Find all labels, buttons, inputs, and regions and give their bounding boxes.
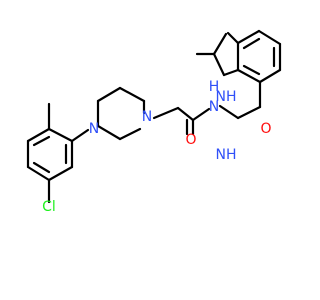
amide-hydrogen-label: H bbox=[209, 79, 220, 95]
bond bbox=[26, 127, 51, 143]
bond bbox=[236, 105, 262, 120]
amide-nitrogen-label: N bbox=[209, 99, 219, 115]
bond bbox=[236, 68, 262, 84]
bond bbox=[191, 107, 211, 122]
bond bbox=[96, 86, 122, 103]
bond bbox=[258, 68, 282, 84]
imidazole-nh-top-label: NH bbox=[216, 89, 237, 105]
bond-inner bbox=[242, 64, 261, 76]
bond bbox=[47, 127, 74, 143]
bond-inner bbox=[32, 135, 51, 147]
bond bbox=[222, 68, 240, 77]
bonds bbox=[26, 29, 282, 204]
imidazole-nh-bottom-label: NH bbox=[216, 147, 237, 163]
molecule-structure-diagram: Cl N N O N H NH NH O bbox=[26, 29, 282, 215]
bond bbox=[212, 52, 226, 77]
bond bbox=[118, 86, 146, 103]
atom-labels: Cl N N O N H NH NH O bbox=[42, 79, 271, 215]
amide-oxygen-label: O bbox=[185, 132, 196, 148]
bond bbox=[257, 29, 282, 46]
piperazine-n4-label: N bbox=[142, 109, 152, 125]
bond bbox=[176, 106, 195, 122]
bond bbox=[96, 124, 122, 141]
bond bbox=[47, 165, 74, 182]
bond bbox=[212, 32, 228, 56]
carbonyl-oxygen-label: O bbox=[260, 121, 271, 137]
bond-inner bbox=[242, 37, 261, 50]
bond bbox=[70, 128, 90, 143]
bond bbox=[26, 165, 51, 182]
bond bbox=[152, 106, 180, 120]
bond bbox=[218, 104, 240, 120]
bond bbox=[236, 29, 261, 45]
bond bbox=[118, 127, 142, 141]
bond bbox=[226, 31, 240, 45]
bond-inner bbox=[32, 161, 51, 174]
piperazine-n1-label: N bbox=[89, 121, 99, 137]
chlorine-label: Cl bbox=[42, 199, 56, 215]
